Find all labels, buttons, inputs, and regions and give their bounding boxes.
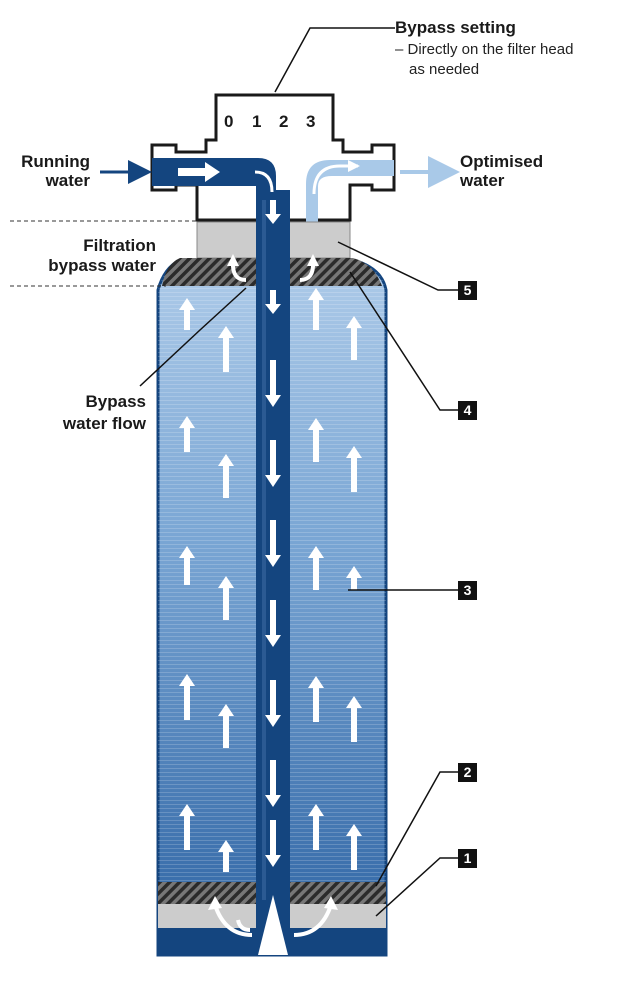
bypass-setting-line1: – Directly on the filter head <box>395 41 574 58</box>
callout-4: 4 <box>458 401 477 420</box>
dial-number-1: 1 <box>252 112 262 131</box>
optimised-water-line1: Optimised <box>460 152 544 171</box>
bypass-setting-line2: as needed <box>409 61 480 78</box>
down-arrows <box>265 200 281 867</box>
dial-number-3: 3 <box>306 112 316 131</box>
bypass-flow-line1: Bypass <box>85 392 146 411</box>
callout-2: 2 <box>458 763 477 782</box>
up-arrows <box>179 288 362 872</box>
dial-number-2: 2 <box>279 112 289 131</box>
filtration-bypass-line1: Filtration <box>83 236 156 255</box>
filtration-bypass-line2: bypass water <box>48 256 156 275</box>
callout-1: 1 <box>458 849 477 868</box>
running-water-line2: water <box>45 171 90 190</box>
bypass-flow-line2: water flow <box>62 414 146 433</box>
callout-3: 3 <box>458 581 477 600</box>
head-flow-arrows <box>178 160 360 195</box>
running-water-line1: Running <box>21 152 90 171</box>
curved-arrow-heads <box>208 254 338 910</box>
callout-5: 5 <box>458 281 477 300</box>
optimised-water-line2: water <box>460 171 505 190</box>
leader-lines <box>139 27 458 917</box>
bypass-setting-title: Bypass setting <box>395 18 516 37</box>
dial-number-0: 0 <box>224 112 234 131</box>
